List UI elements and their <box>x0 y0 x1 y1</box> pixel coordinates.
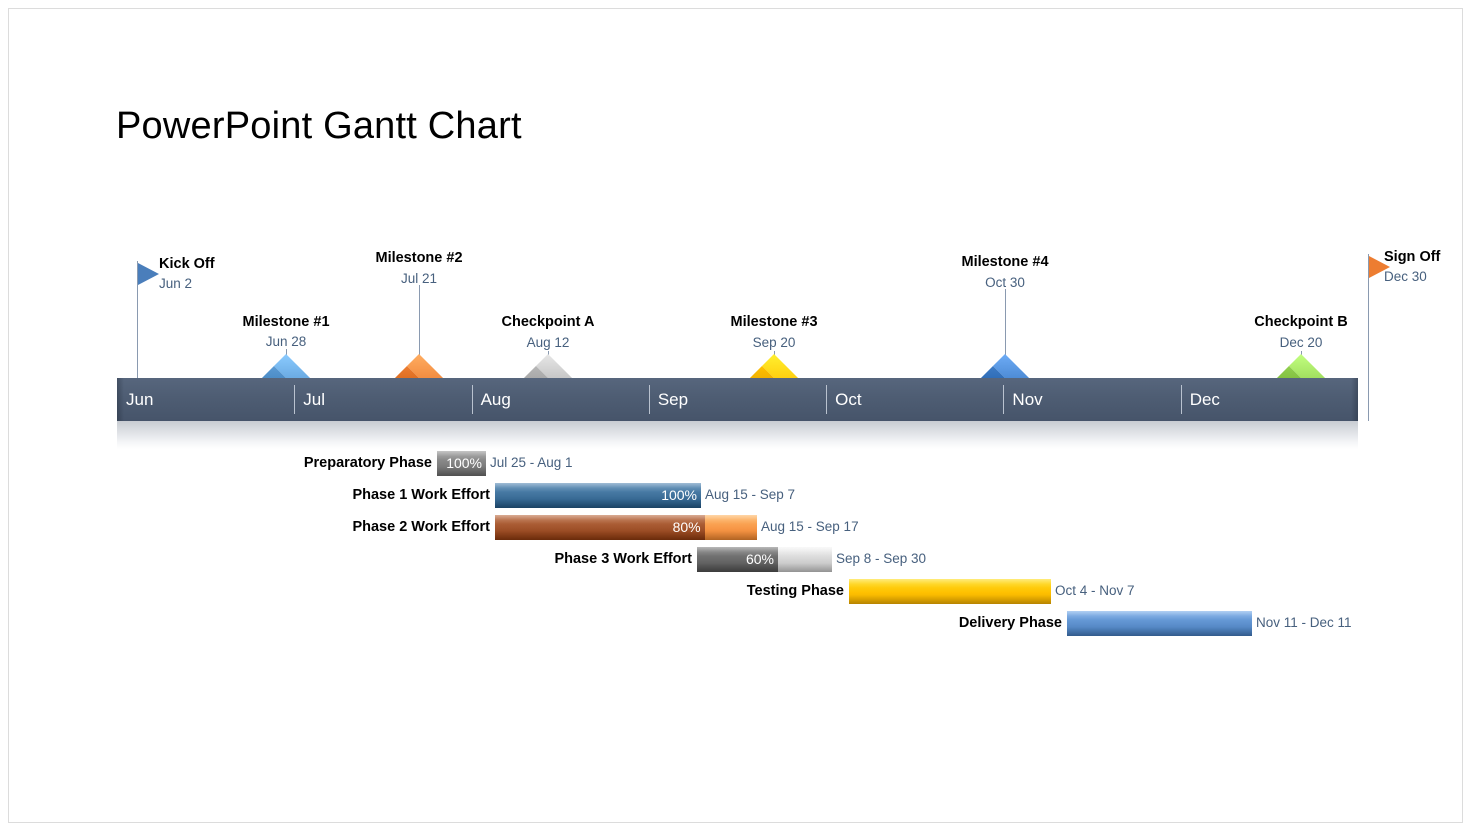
milestone-date: Dec 20 <box>1279 335 1323 350</box>
axis-month-label: Oct <box>835 390 862 409</box>
milestone-name: Milestone #1 <box>242 314 330 330</box>
task-date-range: Nov 11 - Dec 11 <box>1256 615 1352 630</box>
axis-month-divider <box>1180 385 1182 414</box>
task-bar-progress-fill <box>495 515 705 540</box>
milestone-stem <box>419 285 420 378</box>
milestone-date: Jun 2 <box>159 276 193 291</box>
milestone-name: Checkpoint A <box>501 314 595 330</box>
flag-icon <box>138 263 159 285</box>
axis-month-label: Jun <box>126 390 154 409</box>
milestone-stem <box>1005 289 1006 378</box>
task-bar-progress-fill <box>437 451 486 476</box>
axis-month-divider <box>648 385 650 414</box>
axis-month-label: Sep <box>657 390 689 409</box>
gantt-task-row[interactable]: Testing Phase Oct 4 - Nov 7 <box>9 578 1462 604</box>
gantt-task-row[interactable]: Delivery Phase Nov 11 - Dec 11 <box>9 610 1462 636</box>
task-bar[interactable]: 100% <box>437 451 486 476</box>
task-bar-progress-fill <box>849 579 1051 604</box>
axis-month-label: Jul <box>303 390 326 409</box>
task-date-range: Aug 15 - Sep 17 <box>761 519 859 534</box>
axis-month-jun: Jun <box>117 378 294 421</box>
axis-right-shadow <box>1351 378 1358 421</box>
axis-left-shadow <box>117 378 124 421</box>
axis-month-divider <box>471 385 473 414</box>
flag-icon <box>1369 256 1390 278</box>
milestone-name: Milestone #3 <box>730 314 818 330</box>
milestone-date: Dec 30 <box>1384 269 1427 284</box>
task-percent-label: 100% <box>661 487 697 503</box>
milestone-name: Checkpoint B <box>1254 314 1348 330</box>
timeline-axis-bar: Jun Jul Aug Sep Oct Nov Dec <box>117 378 1358 421</box>
milestone-date: Jul 21 <box>400 271 438 286</box>
axis-month-label: Nov <box>1012 390 1043 409</box>
task-label: Phase 1 Work Effort <box>352 487 490 503</box>
flag-pole <box>137 261 138 421</box>
milestone-name: Kick Off <box>159 256 215 272</box>
task-bar-progress-fill <box>697 547 778 572</box>
gantt-task-row[interactable]: Phase 1 Work Effort 100% Aug 15 - Sep 7 <box>9 482 1462 508</box>
task-bar[interactable]: 80% <box>495 515 757 540</box>
axis-month-sep: Sep <box>648 378 826 421</box>
task-label: Phase 3 Work Effort <box>554 551 692 567</box>
axis-month-aug: Aug <box>471 378 649 421</box>
axis-month-divider <box>1003 385 1005 414</box>
page-title: PowerPoint Gantt Chart <box>116 105 522 147</box>
gantt-task-row[interactable]: Phase 3 Work Effort 60% Sep 8 - Sep 30 <box>9 546 1462 572</box>
task-percent-label: 60% <box>745 551 774 567</box>
gantt-task-row[interactable]: Phase 2 Work Effort 80% Aug 15 - Sep 17 <box>9 514 1462 540</box>
task-label: Phase 2 Work Effort <box>352 519 490 535</box>
task-bar-progress-fill <box>495 483 701 508</box>
axis-month-oct: Oct <box>826 378 1003 421</box>
task-date-range: Oct 4 - Nov 7 <box>1055 583 1135 598</box>
axis-month-divider <box>294 385 296 414</box>
milestone-name: Milestone #4 <box>961 254 1049 270</box>
task-bar[interactable]: 100% <box>495 483 701 508</box>
axis-month-jul: Jul <box>294 378 471 421</box>
milestone-date: Oct 30 <box>985 275 1025 290</box>
task-date-range: Sep 8 - Sep 30 <box>836 551 927 566</box>
task-label: Delivery Phase <box>958 615 1062 631</box>
axis-month-divider <box>826 385 828 414</box>
task-bar[interactable] <box>849 579 1051 604</box>
task-percent-label: 80% <box>672 519 701 535</box>
task-date-range: Aug 15 - Sep 7 <box>705 487 796 502</box>
milestone-date: Aug 12 <box>526 335 570 350</box>
axis-month-nov: Nov <box>1003 378 1180 421</box>
task-percent-label: 100% <box>446 455 482 471</box>
task-label: Preparatory Phase <box>303 455 432 471</box>
axis-month-label: Dec <box>1189 390 1220 409</box>
milestone-date: Jun 28 <box>265 334 307 349</box>
task-bar-progress-fill <box>1067 611 1252 636</box>
milestone-date: Sep 20 <box>752 335 796 350</box>
flag-pole <box>1368 254 1369 421</box>
task-bar[interactable] <box>1067 611 1252 636</box>
milestone-name: Sign Off <box>1384 249 1441 265</box>
task-date-range: Jul 25 - Aug 1 <box>490 455 573 470</box>
axis-month-dec: Dec <box>1180 378 1358 421</box>
task-label: Testing Phase <box>746 583 844 599</box>
gantt-task-row[interactable]: Preparatory Phase 100% Jul 25 - Aug 1 <box>9 450 1462 476</box>
axis-month-label: Aug <box>480 390 511 409</box>
axis-gradient-band <box>117 421 1358 449</box>
task-bar[interactable]: 60% <box>697 547 832 572</box>
milestone-name: Milestone #2 <box>375 250 463 266</box>
